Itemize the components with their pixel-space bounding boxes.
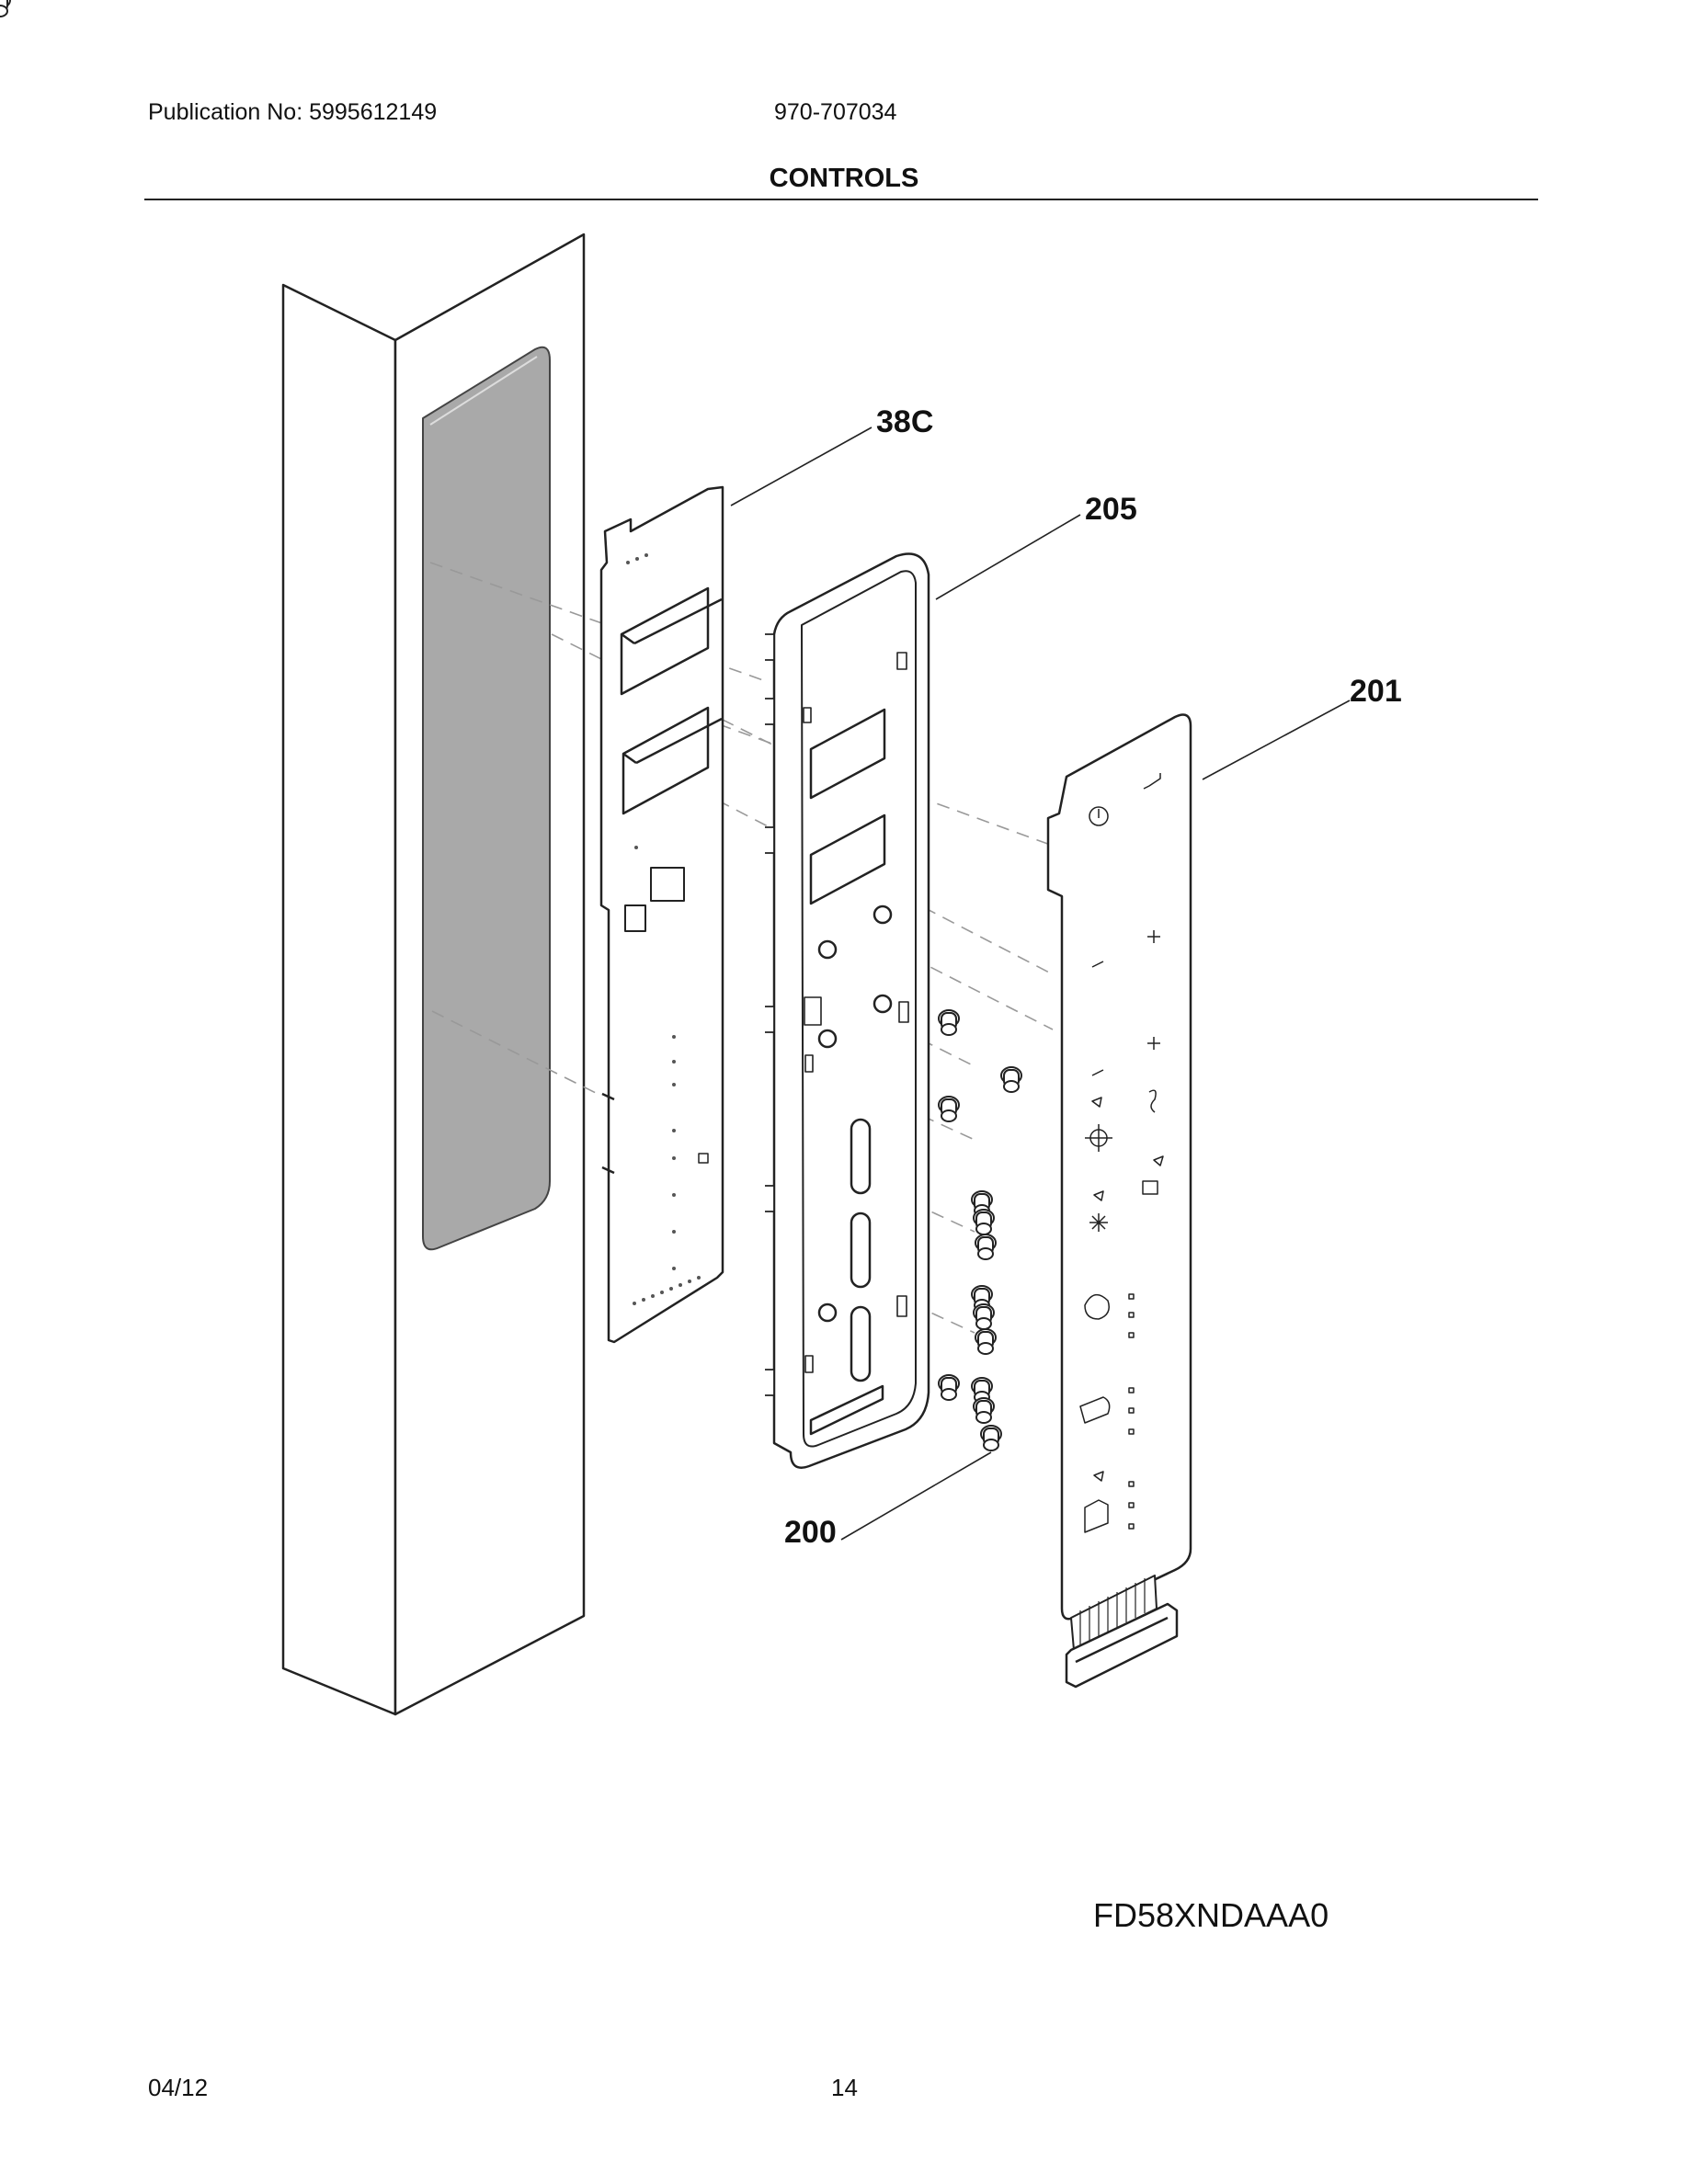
publication-date: 04/12 [148,2074,209,2101]
callout-205: 205 [1085,492,1137,527]
callout-38c: 38C [876,404,933,439]
callout-201: 201 [1350,674,1402,709]
push-buttons [0,0,1022,1451]
document-number: 970-707034 [774,99,897,125]
callout-200: 200 [784,1515,837,1550]
mounting-frame [765,552,930,1469]
section-title: CONTROLS [769,164,919,193]
page-number: 14 [831,2074,858,2101]
leader-lines [730,427,1351,1541]
door-trim-housing [281,233,586,1716]
publication-number: Publication No: 5995612149 [148,99,438,125]
touch-panel [1046,713,1192,1689]
model-number: FD58XNDAAA0 [1093,1896,1329,1934]
header-rule [144,199,1538,200]
control-board [599,485,724,1344]
